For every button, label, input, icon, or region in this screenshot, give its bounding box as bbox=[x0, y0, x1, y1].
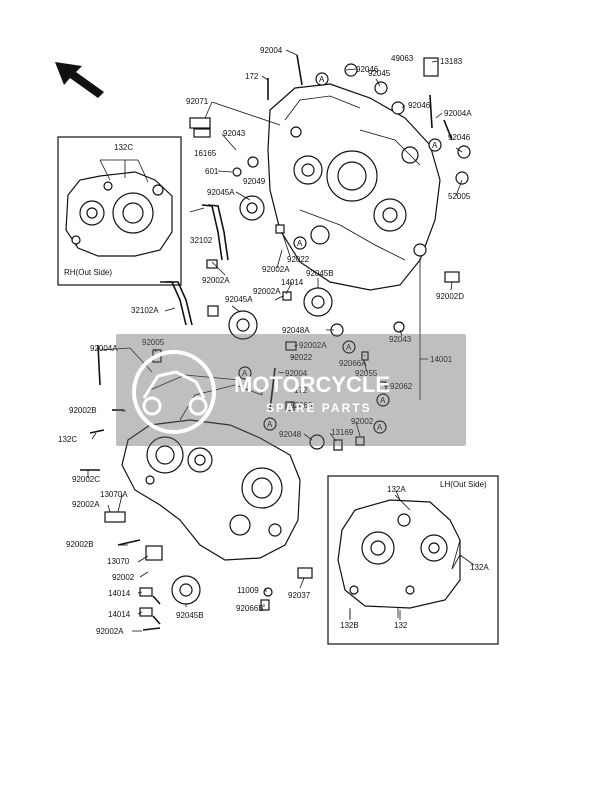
callout-label: 92048A bbox=[282, 326, 310, 335]
bolts-and-studs bbox=[80, 54, 460, 631]
callout-label: 92002C bbox=[72, 475, 100, 484]
callout-label: 92002D bbox=[436, 292, 464, 301]
callout-label: 92045B bbox=[306, 269, 334, 278]
callout-label: 92037 bbox=[288, 591, 311, 600]
callout-label: 132 bbox=[394, 621, 408, 630]
rh-inset-caption: RH(Out Side) bbox=[64, 268, 112, 277]
callout-label: 92049 bbox=[243, 177, 266, 186]
callout-label: 92046 bbox=[408, 101, 431, 110]
callout-label: 92002A bbox=[299, 341, 327, 350]
callout-label: 92002B bbox=[66, 540, 94, 549]
callout-label: 92045A bbox=[207, 188, 235, 197]
callout-label: 13070A bbox=[100, 490, 128, 499]
callout-label: 14014 bbox=[108, 610, 131, 619]
callout-label: 132C bbox=[114, 143, 133, 152]
callout-label: 132A bbox=[387, 485, 406, 494]
bearings-and-seals bbox=[171, 63, 471, 605]
watermark-title: MOTORCYCLE bbox=[234, 372, 390, 397]
callout-label: 92043 bbox=[389, 335, 412, 344]
callout-label: 92002A bbox=[96, 627, 124, 636]
callout-label: 92004A bbox=[444, 109, 472, 118]
callout-label: 92062 bbox=[390, 382, 413, 391]
callout-label: 172 bbox=[294, 386, 308, 395]
callout-label: 13183 bbox=[440, 57, 463, 66]
callout-label: 92066 bbox=[290, 401, 313, 410]
callout-label: 92055 bbox=[355, 369, 378, 378]
callout-label: 92045B bbox=[176, 611, 204, 620]
callout-label: 92048 bbox=[279, 430, 302, 439]
callout-label: 92046 bbox=[448, 133, 471, 142]
callout-label: 13070 bbox=[107, 557, 130, 566]
watermark-logo-icon bbox=[132, 350, 216, 434]
leader-lines bbox=[87, 49, 463, 632]
callout-label: 11009 bbox=[237, 586, 259, 595]
callout-label: 132B bbox=[340, 621, 359, 630]
callout-label: 92004 bbox=[285, 369, 308, 378]
svg-text:A: A bbox=[297, 239, 303, 248]
callout-label: 92002B bbox=[69, 406, 97, 415]
callout-label: 92022 bbox=[290, 353, 313, 362]
marker-a-icon: A bbox=[342, 340, 356, 354]
marker-a-icon: A bbox=[238, 366, 252, 380]
marker-a-icon: A bbox=[293, 236, 307, 250]
watermark: MOTORCYCLE SPARE PARTS bbox=[116, 334, 466, 446]
lh-outside-inset: LH(Out Side) bbox=[327, 475, 499, 645]
callout-label: 601 bbox=[205, 167, 219, 176]
callout-label: 92004A bbox=[90, 344, 118, 353]
callout-label: 92002A bbox=[262, 265, 290, 274]
callout-label: 14001 bbox=[430, 355, 453, 364]
callout-label: 92071 bbox=[186, 97, 209, 106]
callout-label: 92002 bbox=[112, 573, 135, 582]
marker-a-icon: A bbox=[373, 420, 387, 434]
callout-label: 52005 bbox=[448, 192, 471, 201]
rh-outside-inset: RH(Out Side) bbox=[57, 136, 182, 286]
callout-label: 92002A bbox=[72, 500, 100, 509]
callout-label: 92046 bbox=[356, 65, 379, 74]
direction-arrow-icon bbox=[55, 62, 104, 98]
svg-text:A: A bbox=[267, 420, 273, 429]
callout-label: 92043 bbox=[223, 129, 246, 138]
callout-label: 92066A bbox=[339, 359, 367, 368]
callout-label: 13169 bbox=[331, 428, 354, 437]
callout-label: 92045 bbox=[368, 69, 391, 78]
callout-label: 92005 bbox=[142, 338, 165, 347]
callout-label: 49063 bbox=[391, 54, 414, 63]
callout-label: 32102 bbox=[190, 236, 213, 245]
callout-label: 32102A bbox=[131, 306, 159, 315]
callout-label: 14014 bbox=[108, 589, 131, 598]
location-markers: A A A A A A A A bbox=[238, 72, 442, 434]
callout-label: 92004 bbox=[260, 46, 283, 55]
callout-label: 92002A bbox=[253, 287, 281, 296]
svg-text:A: A bbox=[319, 75, 325, 84]
svg-text:A: A bbox=[346, 343, 352, 352]
callout-label: 16165 bbox=[194, 149, 217, 158]
callout-label: 132C bbox=[58, 435, 77, 444]
marker-a-icon: A bbox=[315, 72, 329, 86]
callout-labels: 92004 172 92046 92045 49063 13183 92071 … bbox=[58, 46, 489, 636]
callout-label: 92002A bbox=[202, 276, 230, 285]
breather-pipes bbox=[160, 204, 229, 326]
callout-label: 92045A bbox=[225, 295, 253, 304]
svg-text:A: A bbox=[242, 369, 248, 378]
callout-label: 172 bbox=[245, 72, 259, 81]
svg-text:A: A bbox=[432, 141, 438, 150]
callout-label: 132A bbox=[470, 563, 489, 572]
lower-crankcase-half bbox=[121, 374, 301, 561]
svg-text:A: A bbox=[380, 396, 386, 405]
lh-inset-caption: LH(Out Side) bbox=[440, 480, 487, 489]
marker-a-icon: A bbox=[376, 393, 390, 407]
callout-label: 92002 bbox=[351, 417, 374, 426]
callout-label: 14014 bbox=[281, 278, 304, 287]
watermark-subtitle: SPARE PARTS bbox=[266, 401, 372, 415]
marker-a-icon: A bbox=[428, 138, 442, 152]
callout-label: 92022 bbox=[287, 255, 310, 264]
callout-label: 92066B bbox=[236, 604, 264, 613]
marker-a-icon: A bbox=[263, 417, 277, 431]
upper-crankcase-half bbox=[267, 83, 441, 291]
svg-text:A: A bbox=[377, 423, 383, 432]
